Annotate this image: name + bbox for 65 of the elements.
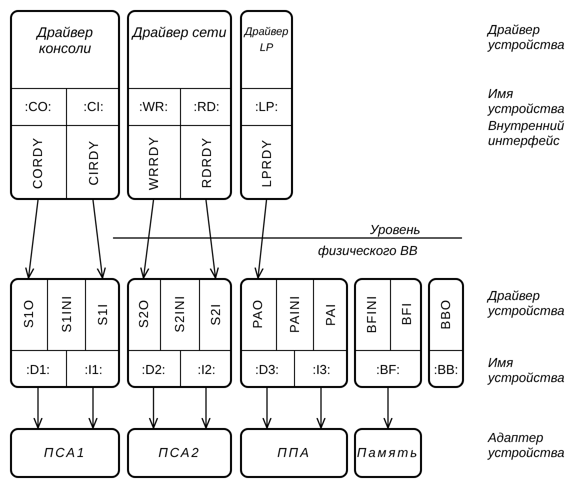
table-cell: :D3:: [240, 350, 294, 388]
table-cell: PAI: [313, 278, 348, 350]
arrow: [262, 388, 272, 429]
module-box: [428, 278, 464, 388]
row-label: Имя устройства: [488, 86, 566, 116]
adapter-box: Память: [354, 428, 422, 478]
table-cell: S1INI: [47, 278, 85, 350]
row-label: Адаптер устройства: [488, 430, 566, 460]
table-cell: :I1:: [66, 350, 120, 388]
box-heading: Драйвер консоли: [35, 24, 94, 56]
table-cell: CORDY: [10, 125, 66, 200]
module-box: [240, 278, 348, 388]
table-cell: BFINI: [354, 278, 390, 350]
adapter-box: ПСА2: [127, 428, 232, 478]
table-cell: RDRDY: [180, 125, 232, 200]
adapter-box: ППА: [240, 428, 348, 478]
table-cell: :CI:: [66, 88, 120, 125]
table-cell: :I2:: [180, 350, 232, 388]
row-label: физического ВВ: [318, 243, 418, 258]
table-cell: BFI: [390, 278, 422, 350]
table-cell: S1I: [85, 278, 120, 350]
module-box: [10, 278, 120, 388]
table-cell: :D1:: [10, 350, 66, 388]
table-cell: PAO: [240, 278, 276, 350]
table-cell: S2INI: [160, 278, 199, 350]
table-cell: BBO: [428, 278, 464, 350]
table-cell: :RD:: [180, 88, 232, 125]
arrow: [92, 200, 106, 279]
box-heading: Драйвер LP: [244, 25, 289, 56]
adapter-box: ПСА1: [10, 428, 120, 478]
table-cell: :I3:: [294, 350, 348, 388]
driver-box: [240, 10, 293, 200]
driver-box: [10, 10, 120, 200]
row-label: Внутренний интерфейс: [488, 118, 566, 148]
row-label: Драйвер устройства: [488, 22, 566, 52]
table-cell: :LP:: [240, 88, 293, 125]
arrow: [88, 388, 98, 429]
arrow: [316, 388, 326, 429]
row-label: Уровень: [370, 222, 422, 237]
arrow: [205, 200, 219, 279]
table-cell: PAINI: [276, 278, 313, 350]
table-cell: :CO:: [10, 88, 66, 125]
table-cell: :BF:: [354, 350, 422, 388]
table-cell: S2O: [127, 278, 160, 350]
table-cell: LPRDY: [240, 125, 293, 200]
driver-box: [127, 10, 232, 200]
row-label: Драйвер устройства: [488, 288, 566, 318]
module-box: [127, 278, 232, 388]
table-cell: :D2:: [127, 350, 180, 388]
arrow: [25, 200, 39, 279]
arrow: [140, 200, 154, 279]
box-heading: Драйвер сети: [131, 24, 228, 40]
row-label: Имя устройства: [488, 355, 566, 385]
table-cell: S2I: [199, 278, 232, 350]
table-cell: S1O: [10, 278, 47, 350]
arrow: [148, 388, 158, 429]
arrow: [383, 388, 393, 429]
arrow: [201, 388, 211, 429]
table-cell: WRRDY: [127, 125, 180, 200]
table-cell: CIRDY: [66, 125, 120, 200]
module-box: [354, 278, 422, 388]
table-cell: :WR:: [127, 88, 180, 125]
arrow: [33, 388, 43, 429]
arrow: [254, 200, 268, 279]
table-cell: :BB:: [428, 350, 464, 388]
